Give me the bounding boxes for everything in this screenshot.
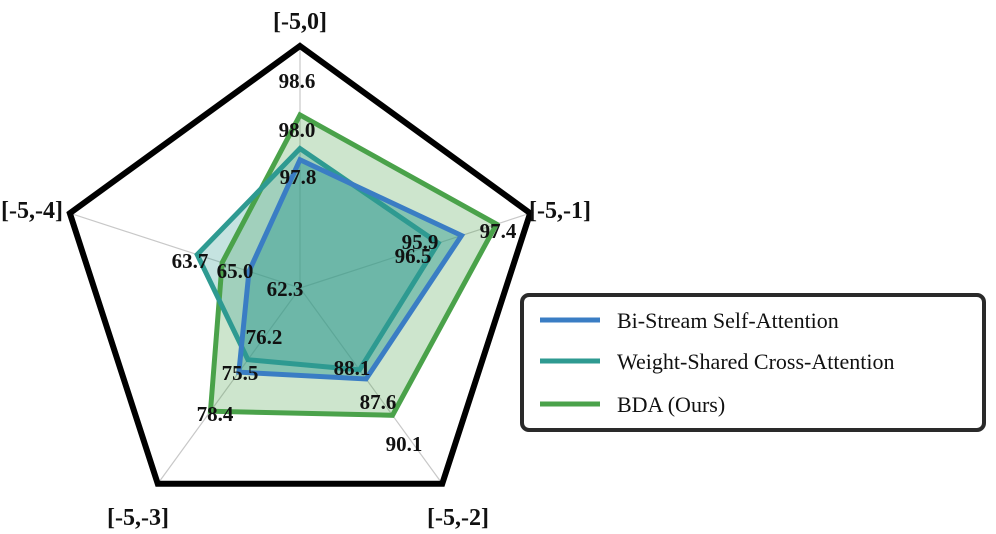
data-label: 65.0 [217,259,254,283]
legend-entry: Bi-Stream Self-Attention [617,308,839,333]
data-label: 95.9 [402,230,439,254]
axis-label: [-5,-4] [1,198,63,224]
series-line [207,111,500,418]
legend-box [520,293,986,432]
series-line [194,145,442,373]
data-label: 96.5 [395,244,432,268]
axis-label: [-5,-3] [107,505,169,531]
series-area [238,159,462,379]
series-area [210,114,497,416]
grid-spoke [157,287,301,485]
axis-label: [-5,-1] [529,198,591,224]
legend-entry: BDA (Ours) [617,392,725,417]
data-label: 97.4 [480,219,517,243]
data-label: 90.1 [386,432,423,456]
series-line [236,156,466,382]
legend-entry: Weight-Shared Cross-Attention [617,349,894,374]
axis-label: [-5,-2] [427,505,489,531]
data-label: 98.6 [279,69,316,93]
grid-spoke [299,212,531,289]
grid-spoke [299,287,443,485]
radar-frame [66,42,534,487]
data-label: 98.0 [279,118,316,142]
axis-label: [-5,0] [273,9,327,35]
grid-spoke [69,212,301,289]
data-label: 75.5 [222,361,259,385]
data-label: 62.3 [267,277,304,301]
data-label: 76.2 [246,325,283,349]
data-label: 78.4 [197,402,234,426]
data-label: 97.8 [280,165,317,189]
data-label: 88.1 [334,356,371,380]
data-label: 63.7 [172,249,209,273]
data-label: 87.6 [360,390,397,414]
